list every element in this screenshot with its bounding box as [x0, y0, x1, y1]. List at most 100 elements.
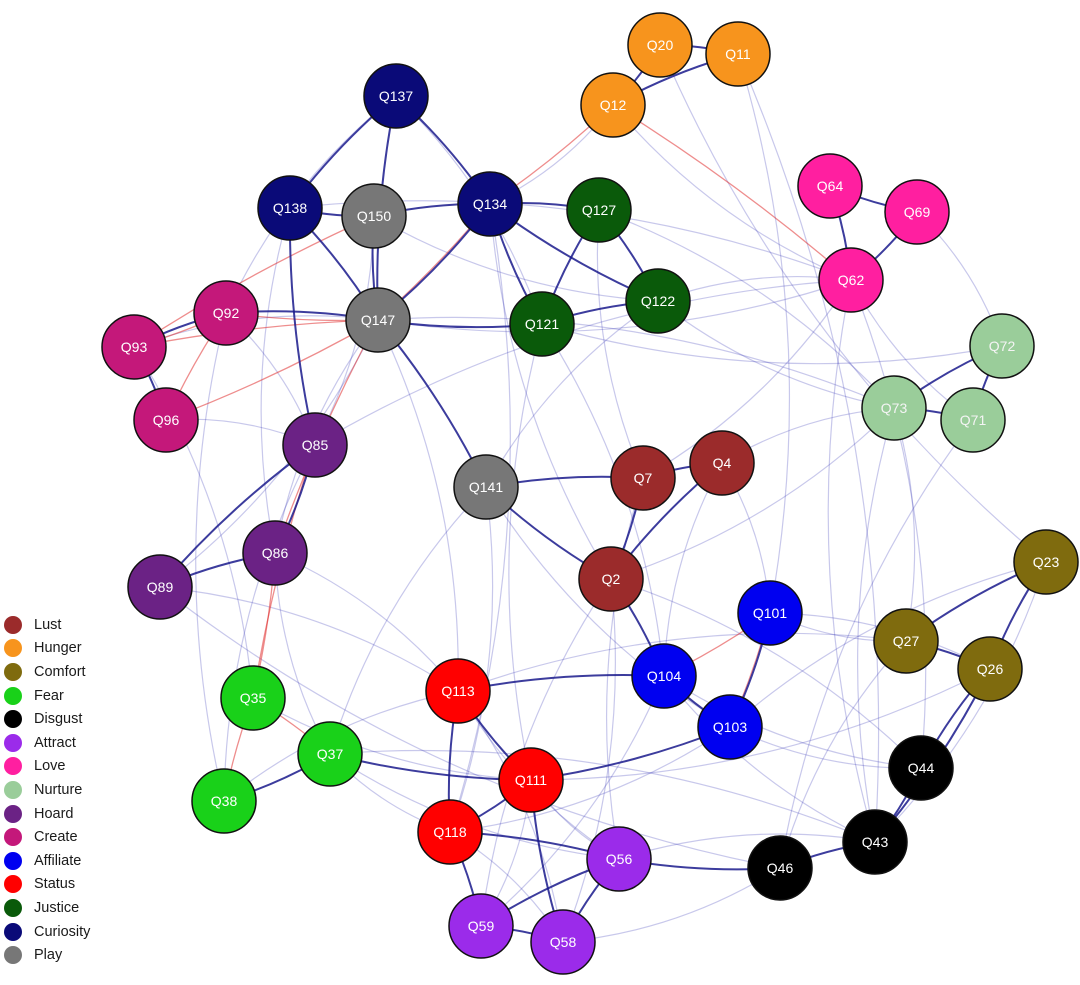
weak-edge-q26-q111 [530, 668, 991, 781]
node-circle [297, 721, 363, 787]
weak-edge-q44-q2 [610, 578, 922, 769]
node-q71: Q71 [940, 387, 1006, 453]
weak-edge-q12-q62 [612, 104, 852, 281]
legend-item-nurture: Nurture [4, 778, 90, 802]
legend-label: Love [34, 758, 66, 775]
node-label: Q11 [725, 46, 751, 62]
node-circle [697, 694, 763, 760]
legend-swatch [4, 639, 22, 658]
node-circle [884, 179, 950, 245]
node-circle [425, 658, 491, 724]
node-label: Q127 [582, 202, 616, 218]
node-label: Q26 [977, 661, 1004, 677]
node-label: Q138 [273, 200, 307, 216]
node-circle [861, 375, 927, 441]
legend-label: Disgust [34, 711, 83, 728]
node-label: Q103 [713, 719, 747, 735]
weak-edge-q121-q72 [541, 323, 1003, 365]
node-q73: Q73 [861, 375, 927, 441]
legend-item-hunger: Hunger [4, 637, 90, 661]
legend-item-play: Play [4, 943, 90, 967]
node-circle [580, 72, 646, 138]
legend-swatch [4, 804, 22, 823]
strong-edge-q138-q85 [288, 207, 316, 446]
node-label: Q58 [550, 934, 577, 950]
node-circle [940, 387, 1006, 453]
weak-edge-q141-q37 [329, 486, 487, 755]
legend-label: Curiosity [34, 923, 91, 940]
node-label: Q69 [904, 204, 931, 220]
node-q150: Q150 [341, 183, 407, 249]
legend-swatch [4, 710, 22, 729]
node-circle [193, 280, 259, 346]
node-circle [498, 747, 564, 813]
node-q103: Q103 [697, 694, 763, 760]
node-q121: Q121 [509, 291, 575, 357]
legend-label: Nurture [34, 781, 83, 798]
node-circle [705, 21, 771, 87]
legend-swatch [4, 757, 22, 776]
weak-edge-q138-q86 [260, 207, 291, 554]
node-q141: Q141 [453, 454, 519, 520]
node-label: Q73 [881, 400, 908, 416]
node-q92: Q92 [193, 280, 259, 346]
legend-label: Create [34, 829, 78, 846]
legend-swatch [4, 828, 22, 847]
node-label: Q71 [960, 412, 987, 428]
node-circle [578, 546, 644, 612]
node-q26: Q26 [957, 636, 1023, 702]
legend-swatch [4, 851, 22, 870]
weak-edge-q121-q111 [508, 323, 543, 781]
legend-item-love: Love [4, 755, 90, 779]
node-label: Q44 [908, 760, 935, 776]
node-circle [1013, 529, 1079, 595]
node-label: Q96 [153, 412, 180, 428]
node-circle [566, 177, 632, 243]
node-circle [363, 63, 429, 129]
weak-edge-q35-q111 [252, 697, 532, 781]
node-circle [457, 171, 523, 237]
negative-edge-q12-q62 [612, 104, 852, 281]
weak-edge-q134-q2 [489, 203, 612, 580]
legend-label: Status [34, 876, 76, 893]
node-q7: Q7 [610, 445, 676, 511]
legend-swatch [4, 946, 22, 965]
weak-edge-q103-q118 [449, 726, 731, 833]
node-label: Q72 [989, 338, 1016, 354]
node-label: Q104 [647, 668, 681, 684]
node-circle [818, 247, 884, 313]
weak-edge-q73-q2 [610, 407, 895, 580]
node-label: Q59 [468, 918, 495, 934]
weak-edge-q43-q56 [618, 833, 876, 860]
node-circle [417, 799, 483, 865]
legend-item-comfort: Comfort [4, 660, 90, 684]
node-q2: Q2 [578, 546, 644, 612]
node-label: Q137 [379, 88, 413, 104]
node-q127: Q127 [566, 177, 632, 243]
node-q11: Q11 [705, 21, 771, 87]
weak-edge-q141-q118 [449, 486, 494, 833]
node-label: Q150 [357, 208, 391, 224]
weak-edge-q44-q104 [663, 675, 922, 769]
legend-item-lust: Lust [4, 613, 90, 637]
node-circle [127, 554, 193, 620]
node-circle [453, 454, 519, 520]
node-circle [191, 768, 257, 834]
node-circle [257, 175, 323, 241]
weak-edge-q141-q122 [485, 300, 659, 488]
legend-swatch [4, 686, 22, 705]
node-circle [610, 445, 676, 511]
node-q56: Q56 [586, 826, 652, 892]
weak-edge-q2-q58 [562, 578, 616, 943]
node-q62: Q62 [818, 247, 884, 313]
node-circle [689, 430, 755, 496]
legend-label: Hunger [34, 640, 82, 657]
weak-edge-q127-q73 [598, 209, 895, 409]
negative-edge-q96-q147 [165, 319, 379, 421]
node-circle [627, 12, 693, 78]
node-circle [957, 636, 1023, 702]
legend-label: Attract [34, 734, 76, 751]
node-circle [133, 387, 199, 453]
legend-label: Justice [34, 899, 80, 916]
